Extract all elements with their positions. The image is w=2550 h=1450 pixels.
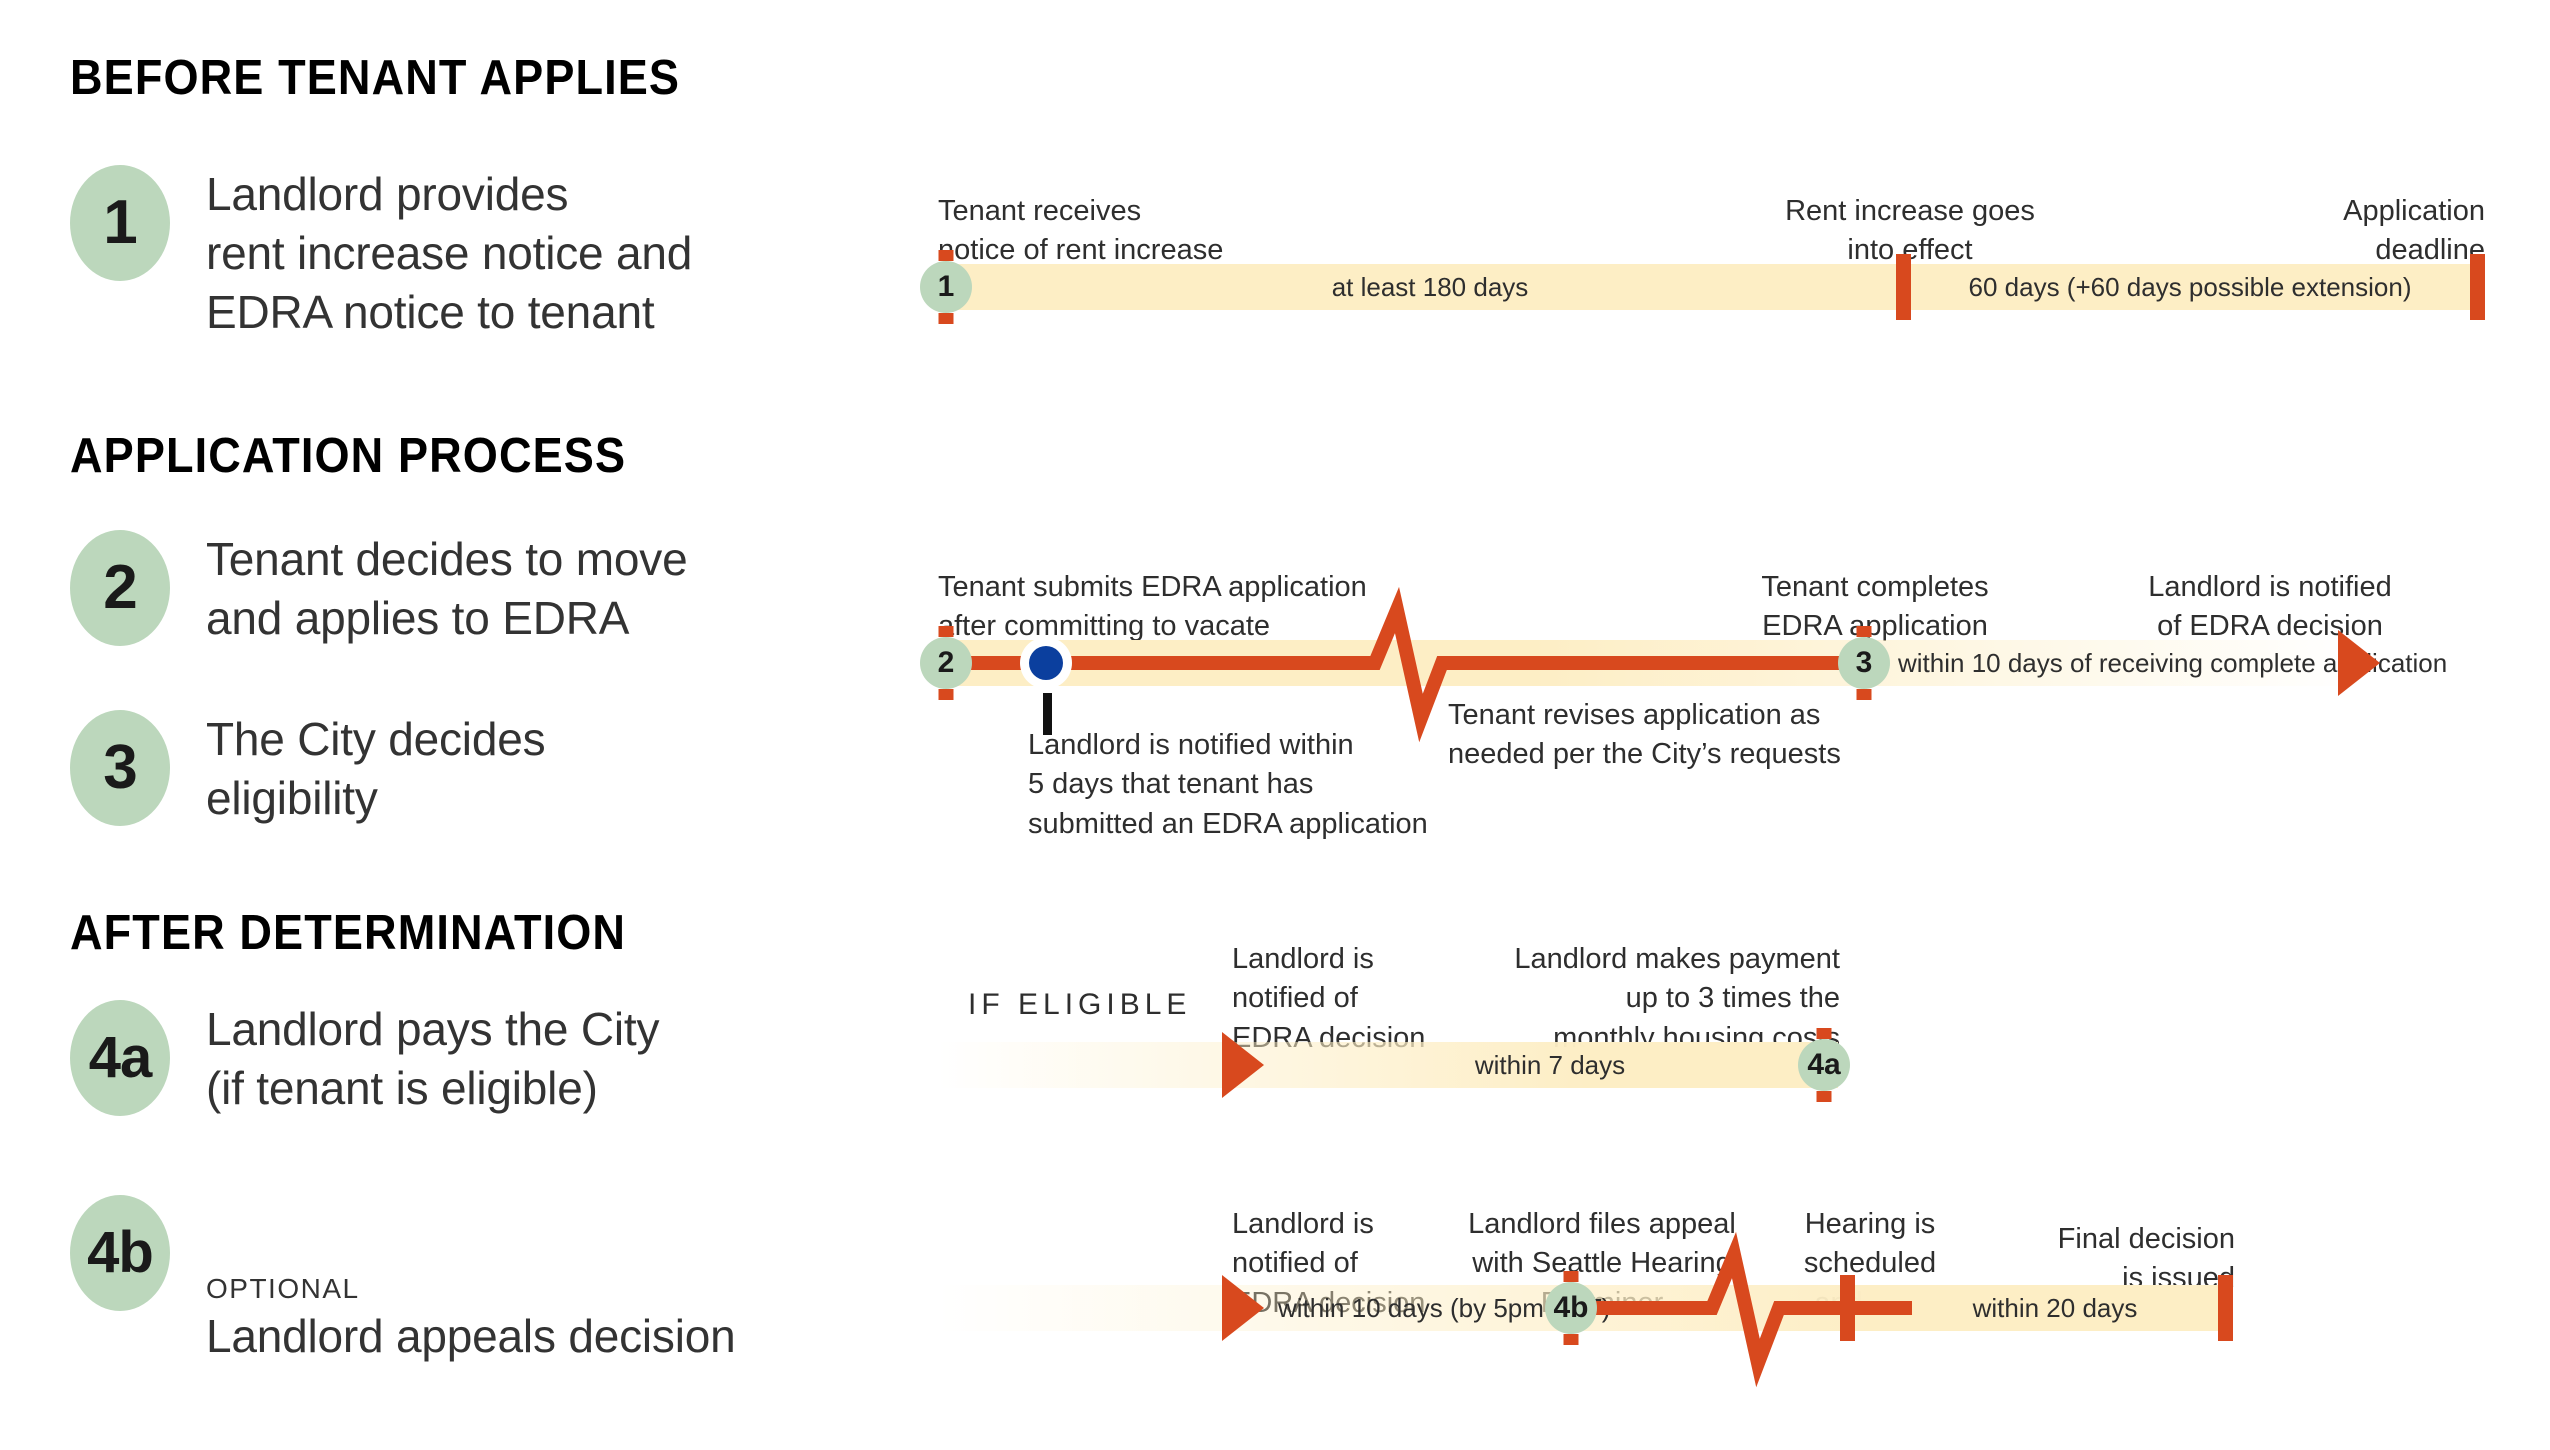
timeline-step-2-3: Tenant submits EDRA application after co… [920, 571, 2447, 840]
step-item-1: 1 Landlord provides rent increase notice… [70, 165, 692, 342]
t2-arrow-to-next [2338, 630, 2380, 696]
left-steps-column: BEFORE TENANT APPLIES 1 Landlord provide… [0, 0, 900, 1450]
t2-node-3-nub-bottom [1856, 689, 1872, 700]
step-label-4b-main: Landlord appeals decision [206, 1309, 736, 1362]
t1-node-1: 1 [920, 250, 972, 324]
step-item-4b: 4b OPTIONAL Landlord appeals decision [70, 1195, 736, 1366]
t4a-arrow-from-previous [1222, 1032, 1264, 1098]
t2-caption-notified: Landlord is notified of EDRA decision [2148, 571, 2392, 643]
t4b-node-nub-top [1563, 1271, 1579, 1282]
t2-process-line-b [1450, 656, 1850, 670]
t4b-process-line-a [1594, 1301, 1694, 1315]
step-badge-3: 3 [70, 710, 170, 826]
t1-node-1-nub-bottom [938, 313, 954, 324]
step-badge-1: 1 [70, 165, 170, 281]
t2-node-2-label: 2 [937, 646, 955, 679]
t1-duration-180-days: at least 180 days [1331, 272, 1529, 302]
step-item-3: 3 The City decides eligibility [70, 710, 546, 828]
timeline-step-1: Tenant receives notice of rent increase … [0, 0, 2550, 400]
t2-node-3-nub-top [1856, 626, 1872, 637]
t4b-zigzag-icon [1689, 1231, 1800, 1388]
t2-blue-marker-stem [1043, 693, 1052, 735]
t2-caption-submit: Tenant submits EDRA application after co… [938, 571, 1367, 643]
step-label-4b: OPTIONAL Landlord appeals decision [206, 1215, 736, 1366]
t4b-node-nub-bottom [1563, 1334, 1579, 1345]
step-label-2: Tenant decides to move and applies to ED… [206, 533, 688, 644]
t2-zigzag-icon [1352, 586, 1463, 743]
section-heading-application: APPLICATION PROCESS [70, 429, 627, 483]
t4a-branch-label: IF ELIGIBLE [968, 988, 1192, 1021]
t2-below-caption-revises: Tenant revises application as needed per… [1448, 699, 1841, 771]
step-item-2: 2 Tenant decides to move and applies to … [70, 530, 688, 648]
t2-node-3: 3 [1838, 626, 1890, 700]
t1-tick-deadline [2470, 254, 2485, 320]
t4a-node-nub-bottom [1816, 1091, 1832, 1102]
blue-dot-icon [1029, 646, 1063, 680]
t4a-duration-7-days: within 7 days [1474, 1050, 1626, 1080]
t4b-arrow-from-previous [1222, 1275, 1264, 1341]
t1-bar [938, 264, 2485, 310]
section-heading-after: AFTER DETERMINATION [70, 906, 627, 960]
step-badge-4b: 4b [70, 1195, 170, 1311]
t4a-bar [938, 1042, 1838, 1088]
t4b-duration-20-days: within 20 days [1972, 1293, 2138, 1323]
t4b-process-line-b [1790, 1301, 1912, 1315]
t4b-node-4b: 4b [1545, 1271, 1597, 1345]
step-label-1: Landlord provides rent increase notice a… [206, 168, 693, 338]
t2-node-2: 2 [920, 626, 972, 700]
t4a-node-4a: 4a [1798, 1028, 1850, 1102]
t2-process-line-a [938, 656, 1358, 670]
section-heading-before: BEFORE TENANT APPLIES [70, 51, 681, 105]
step-item-4a: 4a Landlord pays the City (if tenant is … [70, 1000, 660, 1118]
t2-blue-marker [1020, 637, 1072, 689]
t4b-node-label: 4b [1553, 1291, 1589, 1324]
optional-tag: OPTIONAL [206, 1272, 360, 1304]
t4a-node-label: 4a [1807, 1048, 1841, 1081]
timeline-step-4a: IF ELIGIBLE Landlord is notified of EDRA… [938, 943, 1850, 1102]
t4a-node-nub-top [1816, 1028, 1832, 1039]
t2-caption-completes: Tenant completes EDRA application [1761, 571, 1989, 643]
step-badge-4a: 4a [70, 1000, 170, 1116]
t2-node-2-nub-bottom [938, 689, 954, 700]
t1-caption-rent-increase: Rent increase goes into effect [1785, 195, 2035, 267]
step-badge-2: 2 [70, 530, 170, 646]
step-label-3: The City decides eligibility [206, 713, 546, 824]
step-label-4a: Landlord pays the City (if tenant is eli… [206, 1003, 660, 1114]
t1-node-1-label: 1 [937, 270, 955, 303]
t1-caption-deadline: Application deadline [2343, 195, 2485, 267]
t4b-tick-final-decision [2218, 1275, 2233, 1341]
t1-node-1-nub-top [938, 250, 954, 261]
t2-node-2-nub-top [938, 626, 954, 637]
t1-tick-rent-increase [1896, 254, 1911, 320]
t2-node-3-label: 3 [1855, 646, 1873, 679]
t1-duration-60-days: 60 days (+60 days possible extension) [1968, 272, 2412, 302]
